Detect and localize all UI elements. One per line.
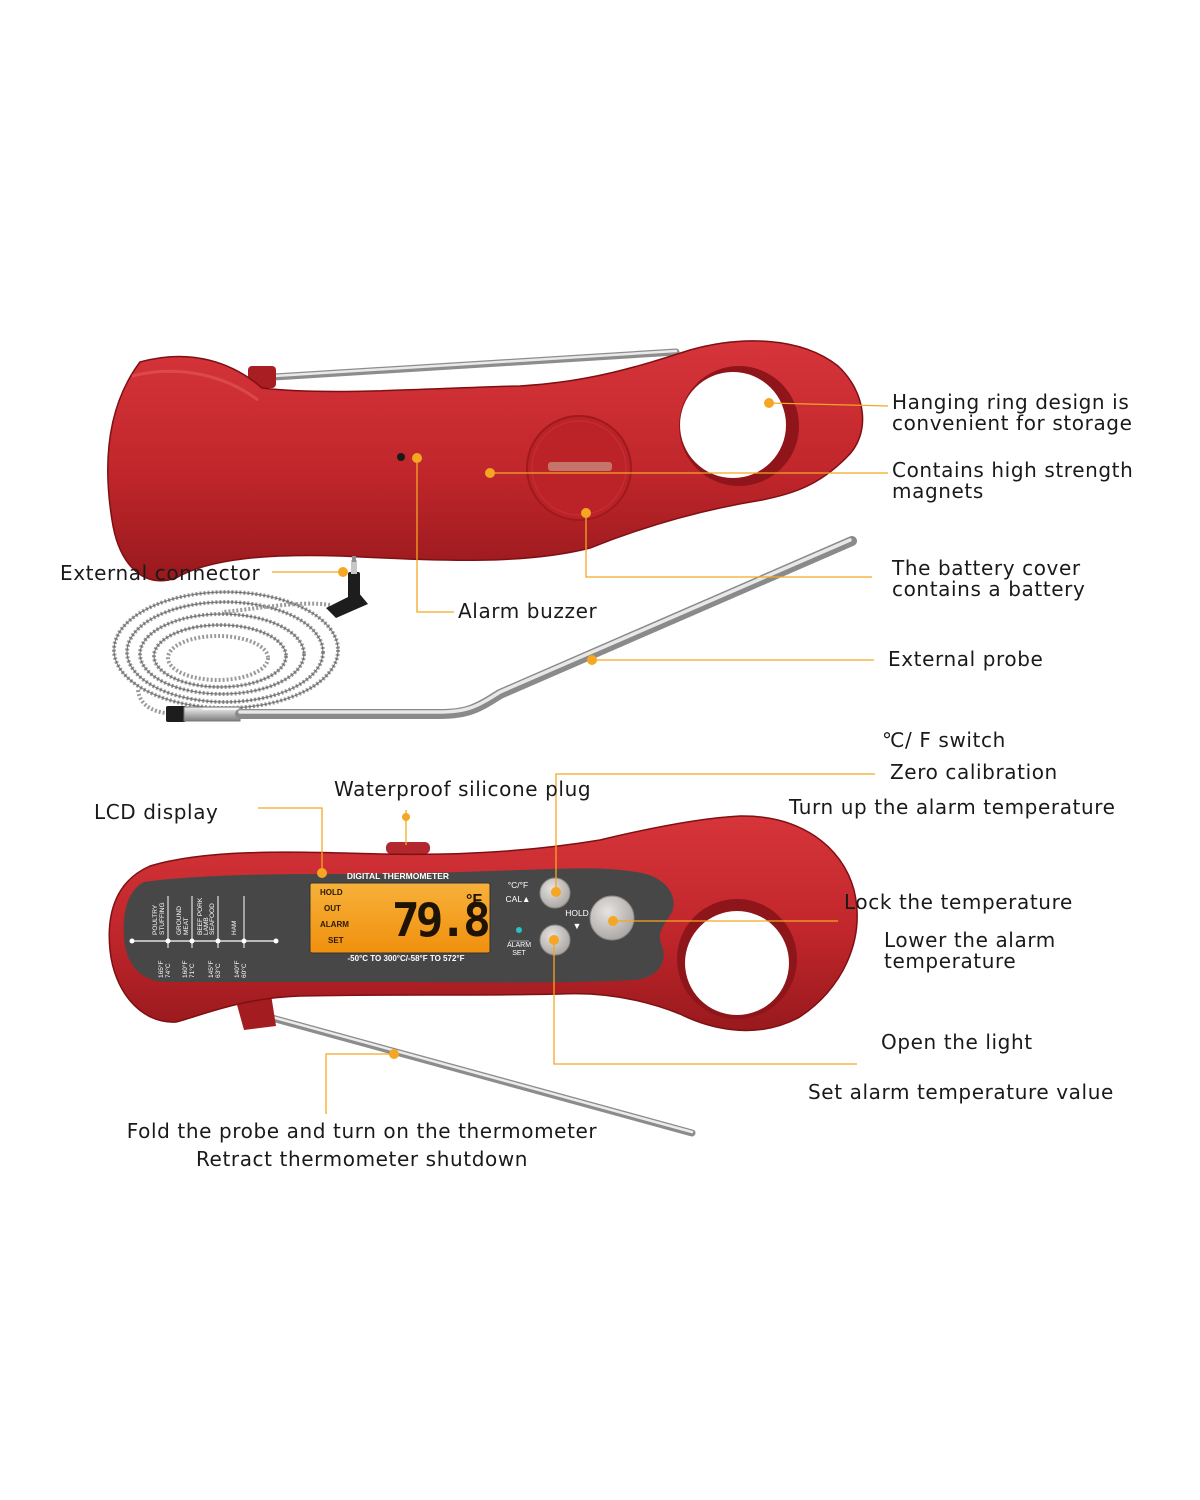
- label-external-connector: External connector: [60, 561, 261, 585]
- label-waterproof-plug: Waterproof silicone plug: [334, 777, 592, 801]
- chart-label-beef-1: BEEF PORK: [197, 897, 204, 935]
- lcd-label-out: OUT: [324, 904, 341, 913]
- top-thermometer: [107, 340, 864, 582]
- chart-temp-4-c: 60°C: [240, 963, 248, 978]
- label-battery-cover-line-1: The battery cover: [892, 556, 1081, 580]
- svg-text:165°F74°C: 165°F74°C: [157, 961, 172, 978]
- lcd-label-set: SET: [328, 936, 344, 945]
- chart-label-poultry-2: STUFFING: [159, 903, 166, 936]
- button-cf-label: °C/°F: [508, 880, 529, 890]
- label-open-light: Open the light: [881, 1030, 1033, 1054]
- label-fold-probe: Fold the probe and turn on the thermomet…: [126, 1119, 598, 1143]
- label-alarm-buzzer: Alarm buzzer: [458, 599, 598, 623]
- chart-label-ground-1: GROUND: [176, 906, 183, 935]
- label-cf-switch: ℃/ F switch: [882, 728, 1006, 752]
- label-magnets-line-2: magnets: [892, 479, 984, 503]
- chart-temp-1-c: 74°C: [164, 963, 172, 978]
- label-lock-temperature: Lock the temperature: [844, 890, 1073, 914]
- label-magnets: Contains high strength magnets: [892, 460, 1133, 502]
- leader-dots: [317, 398, 774, 1059]
- external-probe-rod: [235, 536, 857, 719]
- label-magnets-line-1: Contains high strength: [892, 458, 1134, 482]
- chart-temp-3-f: 145°F: [207, 961, 215, 978]
- button-cal-label: CAL▲: [506, 894, 531, 904]
- button-set-label: SET: [512, 950, 526, 957]
- chart-label-beef-2: LAMB: [203, 917, 210, 935]
- lcd-screen: [309, 882, 491, 954]
- leader-lines: [258, 402, 889, 1114]
- lcd-label-hold: HOLD: [320, 888, 343, 897]
- external-connector-plug: [326, 556, 368, 618]
- chart-label-poultry-1: POULTRY: [152, 904, 159, 935]
- device-title: DIGITAL THERMOMETER: [347, 871, 449, 881]
- lcd-label-alarm: ALARM: [320, 920, 349, 929]
- svg-text:GROUNDMEAT: GROUNDMEAT: [176, 906, 190, 935]
- chart-temp-3-c: 63°C: [214, 963, 222, 978]
- label-hanging-ring-line-2: convenient for storage: [892, 411, 1133, 435]
- label-external-probe: External probe: [888, 647, 1044, 671]
- label-retract: Retract thermometer shutdown: [195, 1147, 529, 1171]
- lcd-unit: °F: [466, 892, 482, 909]
- chart-temp-2-f: 160°F: [181, 961, 189, 978]
- top-body: [107, 340, 864, 582]
- svg-text:BEEF PORKLAMBSEAFOOD: BEEF PORKLAMBSEAFOOD: [197, 897, 216, 935]
- button-hold-label: HOLD: [565, 908, 589, 918]
- svg-text:160°F71°C: 160°F71°C: [181, 961, 196, 978]
- lcd-range: -50°C TO 300°C/-58°F TO 572°F: [348, 954, 465, 963]
- label-hanging-ring: Hanging ring design is convenient for st…: [892, 392, 1133, 434]
- backlight-indicator: [516, 927, 522, 933]
- svg-text:HAM: HAM: [231, 921, 238, 935]
- chart-label-ground-2: MEAT: [183, 917, 190, 935]
- lcd-reading: 79.8: [392, 893, 488, 947]
- chart-temp-4-f: 140°F: [233, 961, 241, 978]
- label-lower-alarm-line-2: temperature: [884, 949, 1017, 973]
- waterproof-plug: [386, 842, 430, 854]
- button-alarm-label: ALARM: [507, 942, 531, 949]
- svg-text:140°F60°C: 140°F60°C: [233, 961, 248, 978]
- bottom-thermometer: DIGITAL THERMOMETER HOLD OUT ALARM SET 7…: [108, 815, 858, 1137]
- magnet-slot: [548, 462, 612, 471]
- chart-temp-1-f: 165°F: [157, 961, 165, 978]
- buzzer-hole: [397, 453, 405, 461]
- label-lcd-display: LCD display: [94, 800, 219, 824]
- svg-text:POULTRYSTUFFING: POULTRYSTUFFING: [152, 903, 166, 936]
- label-lower-alarm: Lower the alarm temperature: [884, 930, 1056, 972]
- chart-label-ham: HAM: [231, 921, 238, 935]
- label-hanging-ring-line-1: Hanging ring design is: [892, 390, 1130, 414]
- cooking-chart: POULTRYSTUFFING GROUNDMEAT BEEF PORKLAMB…: [129, 896, 279, 978]
- label-lower-alarm-line-1: Lower the alarm: [884, 928, 1056, 952]
- chart-label-beef-3: SEAFOOD: [209, 903, 216, 935]
- label-zero-calibration: Zero calibration: [890, 760, 1058, 784]
- label-set-alarm-value: Set alarm temperature value: [808, 1080, 1114, 1104]
- label-battery-cover: The battery cover contains a battery: [892, 558, 1085, 600]
- external-probe-assembly: [112, 536, 857, 722]
- label-battery-cover-line-2: contains a battery: [892, 577, 1086, 601]
- hold-arrow: ▼: [573, 921, 582, 931]
- svg-text:145°F63°C: 145°F63°C: [207, 961, 222, 978]
- label-turn-up-alarm: Turn up the alarm temperature: [789, 795, 1116, 819]
- chart-temp-2-c: 71°C: [188, 963, 196, 978]
